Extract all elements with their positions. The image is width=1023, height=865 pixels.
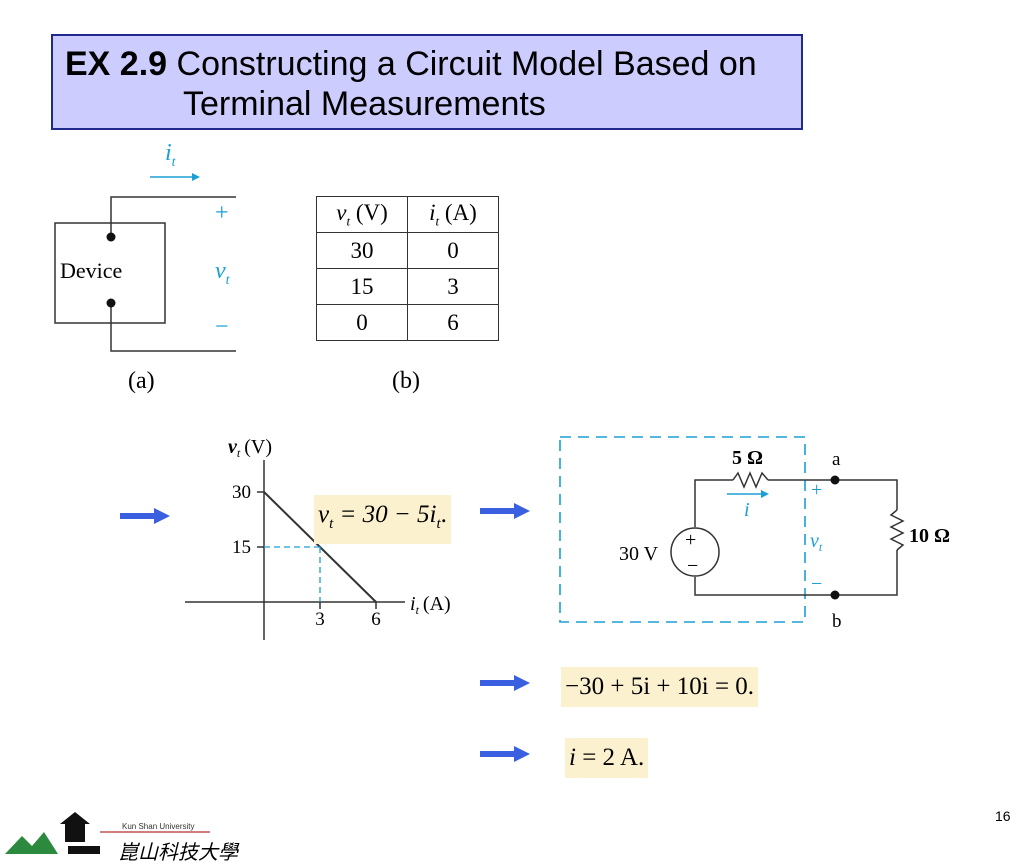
wire bbox=[768, 479, 898, 510]
wire bbox=[694, 550, 898, 596]
arrow-icon bbox=[480, 746, 530, 762]
table-cell: 0 bbox=[316, 304, 408, 341]
caption-a: (a) bbox=[128, 368, 155, 394]
title-line-2: Terminal Measurements bbox=[183, 85, 546, 123]
logo-mountain-icon bbox=[5, 832, 58, 854]
source-plus: + bbox=[685, 529, 696, 551]
table-header-row: vt (V) it (A) bbox=[316, 196, 499, 233]
arrow-icon bbox=[480, 503, 530, 519]
y-axis-label: vt(V) bbox=[228, 436, 272, 460]
equation-kvl: −30 + 5i + 10i = 0. bbox=[561, 667, 759, 707]
r1-label: 5 Ω bbox=[732, 447, 763, 469]
terminal-plus: + bbox=[811, 479, 822, 501]
terminal-minus: − bbox=[811, 573, 822, 595]
header-vt: vt (V) bbox=[316, 196, 408, 233]
caption-b: (b) bbox=[392, 368, 420, 394]
top-terminal-dot bbox=[106, 232, 116, 242]
title-line-1: Constructing a Circuit Model Based on bbox=[176, 45, 757, 83]
logo-university-cn: 崑山科技大學 bbox=[118, 842, 238, 864]
figure-a-device-diagram bbox=[54, 173, 236, 352]
r2-label: 10 Ω bbox=[909, 525, 950, 547]
x-axis-label: it(A) bbox=[410, 593, 451, 617]
table-cell: 30 bbox=[316, 232, 408, 269]
page-number: 16 bbox=[995, 808, 1011, 824]
node-a-dot bbox=[830, 475, 840, 485]
x-tick-label: 6 bbox=[371, 609, 381, 630]
x-tick-label: 3 bbox=[315, 609, 325, 630]
arrow-icon bbox=[480, 675, 530, 691]
header-it: it (A) bbox=[407, 196, 499, 233]
plus-sign: + bbox=[215, 200, 229, 226]
source-minus: − bbox=[687, 555, 698, 577]
wire bbox=[694, 479, 733, 527]
slide-title: EX 2.9 Constructing a Circuit Model Base… bbox=[51, 34, 803, 130]
voltage-source bbox=[670, 527, 720, 577]
table-cell: 0 bbox=[407, 232, 499, 269]
node-b-label: b bbox=[832, 611, 842, 632]
voltage-label-vt: vt bbox=[215, 258, 230, 288]
thevenin-circuit: + − 30 V 5 Ω 10 Ω a b i + − vt bbox=[559, 436, 950, 632]
resistor-5ohm bbox=[732, 471, 769, 489]
title-example-number: EX 2.9 bbox=[65, 45, 168, 83]
y-tick-label: 30 bbox=[232, 482, 251, 503]
y-tick-label: 15 bbox=[232, 537, 251, 558]
arrow-icon bbox=[120, 508, 170, 524]
equation-vt: vt = 30 − 5it. bbox=[314, 495, 451, 544]
resistor-10ohm bbox=[889, 509, 905, 551]
minus-sign: − bbox=[215, 314, 229, 340]
table-cell: 6 bbox=[407, 304, 499, 341]
table-cell: 15 bbox=[316, 268, 408, 305]
logo-mark-icon bbox=[60, 812, 90, 842]
bottom-terminal-dot bbox=[106, 298, 116, 308]
source-label: 30 V bbox=[619, 543, 659, 565]
table-cell: 3 bbox=[407, 268, 499, 305]
top-wire bbox=[110, 196, 236, 237]
current-label-it: it bbox=[165, 140, 176, 170]
equation-result: i = 2 A. bbox=[565, 738, 649, 778]
university-logo bbox=[5, 812, 210, 854]
node-a-label: a bbox=[832, 449, 841, 470]
logo-university-en: Kun Shan University bbox=[122, 822, 195, 831]
current-arrow-head bbox=[192, 173, 200, 181]
vt-vs-it-graph: vt(V) it(A) 30 15 3 6 bbox=[185, 436, 451, 640]
device-label: Device bbox=[60, 258, 123, 283]
bottom-wire bbox=[110, 303, 236, 352]
current-label-i: i bbox=[744, 499, 750, 521]
node-b-dot bbox=[830, 590, 840, 600]
current-arrow-head bbox=[761, 490, 769, 498]
terminal-voltage-label: vt bbox=[810, 530, 823, 554]
